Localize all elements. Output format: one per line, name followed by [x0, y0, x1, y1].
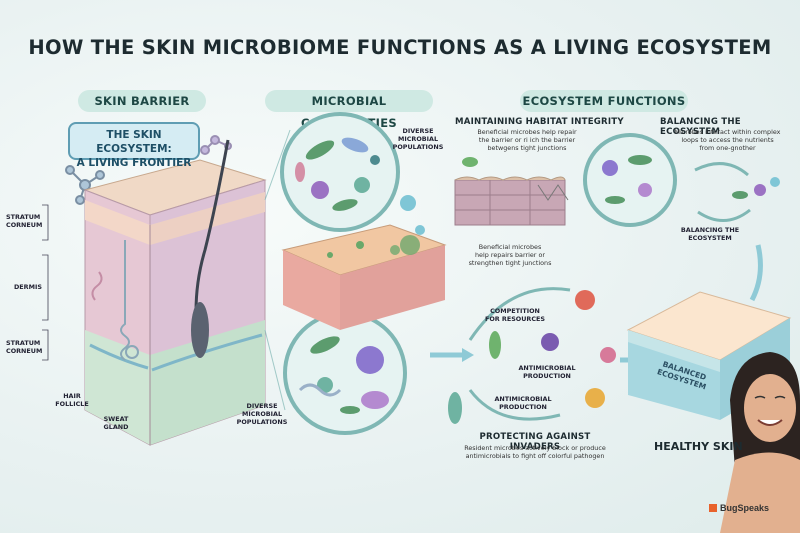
- section-ecosystem-functions: ECOSYSTEM FUNCTIONS: [520, 90, 688, 112]
- healthy-skin-face: [720, 352, 800, 533]
- skin-cross-section: [83, 139, 267, 446]
- label-hair-follicle: HAIR FOLLICLE: [55, 392, 89, 408]
- microbe-zoom-top: [280, 112, 400, 232]
- brand-name: BugSpeaks: [720, 503, 770, 513]
- callout-line-2: A LIVING FRONTIER: [76, 157, 192, 169]
- balancing-caption: BALANCING THE ECOSYSTEM: [680, 226, 740, 242]
- protecting-text: Resident microbes actively block or prod…: [464, 444, 606, 460]
- label-sweat-gland: SWEAT GLAND: [103, 415, 129, 431]
- balancing-heading: BALANCING THE ECOSYSTEM: [660, 117, 741, 137]
- label-stratum-corneum-top: STRATUM CORNEUM: [6, 213, 43, 229]
- page-title: HOW THE SKIN MICROBIOME FUNCTIONS AS A L…: [28, 36, 772, 59]
- label-diverse-populations-bottom: DIVERSE MICROBIAL POPULATIONS: [236, 402, 288, 426]
- protecting-heading: PROTECTING AGAINST INVADERS: [479, 432, 591, 452]
- habitat-text: Beneficial microbes help repair the barr…: [477, 128, 577, 152]
- balancing-zoom: [583, 133, 677, 227]
- microbe-zoom-bottom: [283, 311, 407, 435]
- balancing-text: Microbes interact within complex loops t…: [674, 128, 781, 152]
- label-antimicrobial-bottom: ANTIMICROBIAL PRODUCTION: [494, 395, 552, 411]
- section-skin-barrier: SKIN BARRIER: [78, 90, 206, 112]
- label-diverse-populations-top: DIVERSE MICROBIAL POPULATIONS: [392, 127, 444, 151]
- label-stratum-corneum-bottom: STRATUM CORNEUM: [6, 339, 43, 355]
- healthy-skin-label: HEALTHY SKIN: [654, 440, 743, 453]
- skin-ecosystem-callout: THE SKIN ECOSYSTEM: A LIVING FRONTIER: [68, 122, 200, 169]
- habitat-caption: Beneficial microbes help repairs barrier…: [468, 243, 552, 267]
- balancing-cycle: [694, 162, 780, 222]
- habitat-heading: MAINTAINING HABITAT INTEGRITY: [455, 117, 624, 127]
- protecting-cycle: [448, 287, 616, 424]
- callout-line-1: THE SKIN ECOSYSTEM:: [96, 129, 172, 155]
- habitat-barrier-illustration: [454, 157, 569, 226]
- molecule-icon: [65, 165, 105, 205]
- label-antimicrobial-top: ANTIMICROBIAL PRODUCTION: [518, 364, 576, 380]
- brand-logo-icon: [709, 504, 717, 512]
- microbe-skin-tile: [281, 224, 447, 330]
- label-dermis: DERMIS: [14, 283, 42, 291]
- label-competition: COMPETITION FOR RESOURCES: [484, 307, 546, 323]
